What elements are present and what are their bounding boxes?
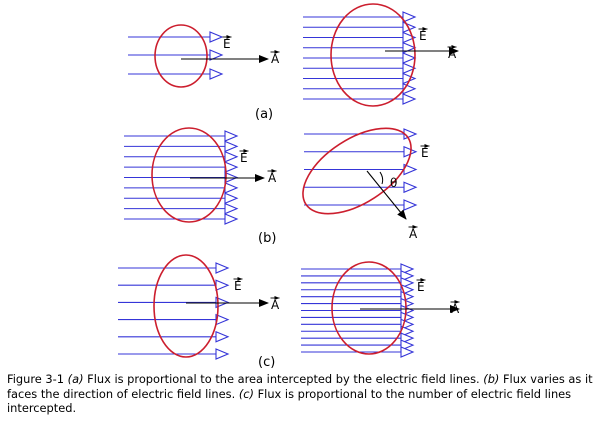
field-line-arrowhead — [400, 346, 415, 358]
field-line-arrowhead — [224, 202, 239, 215]
field-line-arrowhead — [403, 181, 418, 194]
loop-ellipse — [302, 127, 412, 215]
field-vector-label: E — [240, 151, 248, 165]
field-line-arrowhead — [400, 277, 415, 289]
field-line-arrowhead — [215, 330, 230, 343]
field-line-arrowhead — [215, 348, 230, 360]
field-vector-label: E — [419, 29, 427, 43]
field-line-arrowhead — [215, 296, 230, 309]
row-c-label: (c) — [258, 355, 275, 370]
field-line-arrowhead — [402, 52, 417, 64]
field-vector-label: E — [223, 37, 231, 51]
area-vector-label: A — [271, 298, 280, 312]
caption-part-a: (a) — [67, 372, 84, 386]
field-line-arrowhead — [400, 311, 415, 324]
caption-part-b: (b) — [483, 372, 500, 386]
field-line-arrowhead — [224, 213, 239, 225]
field-line-arrowhead — [224, 182, 239, 194]
field-line-arrowhead — [400, 339, 415, 351]
caption-text-b: Flux varies as it faces the direction of… — [7, 372, 593, 401]
field-line-arrowhead — [400, 332, 415, 344]
field-vector-label: E — [421, 146, 429, 160]
caption-part-c: (c) — [238, 386, 254, 401]
field-vector-label: E — [417, 280, 425, 294]
field-line-arrowhead — [209, 68, 224, 80]
field-line-arrowhead — [209, 31, 224, 43]
caption-text-c: Flux is proportional to the number of el… — [7, 386, 572, 416]
row-b-label: (b) — [258, 231, 276, 246]
figure-caption: Figure 3-1 (a) Flux is proportional to t… — [7, 372, 595, 416]
loop-ellipse — [151, 127, 227, 223]
area-vector-arrow — [366, 170, 407, 220]
row-a-label: (a) — [255, 107, 273, 122]
field-line-arrowhead — [224, 192, 239, 205]
field-line-arrowhead — [400, 297, 415, 310]
field-line-arrowhead — [224, 150, 239, 163]
angle-arc — [379, 171, 384, 185]
caption-text-a: Flux is proportional to the area interce… — [87, 372, 480, 386]
field-line-arrowhead — [403, 199, 418, 211]
area-vector-label: A — [409, 227, 418, 241]
area-vector-label: A — [448, 47, 457, 61]
loop-ellipse — [331, 261, 407, 355]
angle-theta-label: θ — [390, 176, 397, 190]
panel-a-left: EA — [128, 24, 280, 88]
field-line-arrowhead — [400, 270, 415, 282]
field-line-arrowhead — [224, 161, 239, 173]
field-line-arrowhead — [209, 49, 224, 61]
field-line-arrowhead — [402, 93, 417, 105]
area-vector-label: A — [451, 302, 460, 316]
caption-figure-number: Figure 3-1 — [7, 372, 65, 386]
area-vector-label: A — [268, 171, 277, 185]
area-vector-label: A — [271, 52, 280, 66]
field-line-arrowhead — [400, 263, 415, 275]
panel-a-right: EA — [303, 3, 459, 107]
field-line-arrowhead — [402, 11, 417, 23]
field-line-arrowhead — [224, 130, 239, 142]
panel-c-left: EA — [118, 254, 280, 360]
loop-ellipse — [154, 24, 208, 88]
field-line-arrowhead — [402, 31, 417, 44]
field-line-arrowhead — [402, 62, 417, 75]
loop-ellipse — [330, 3, 416, 107]
field-line-arrowhead — [224, 140, 239, 153]
field-line-arrowhead — [215, 279, 230, 292]
field-vector-label: E — [234, 279, 242, 293]
field-line-arrowhead — [215, 313, 230, 326]
field-line-arrowhead — [400, 304, 415, 317]
field-line-arrowhead — [215, 262, 230, 274]
panel-b-left: EA — [124, 127, 277, 225]
panel-c-right: EA — [301, 261, 460, 358]
loop-ellipse — [153, 254, 219, 358]
field-line-arrowhead — [402, 41, 417, 54]
panel-b-right: E Aθ — [302, 127, 430, 241]
